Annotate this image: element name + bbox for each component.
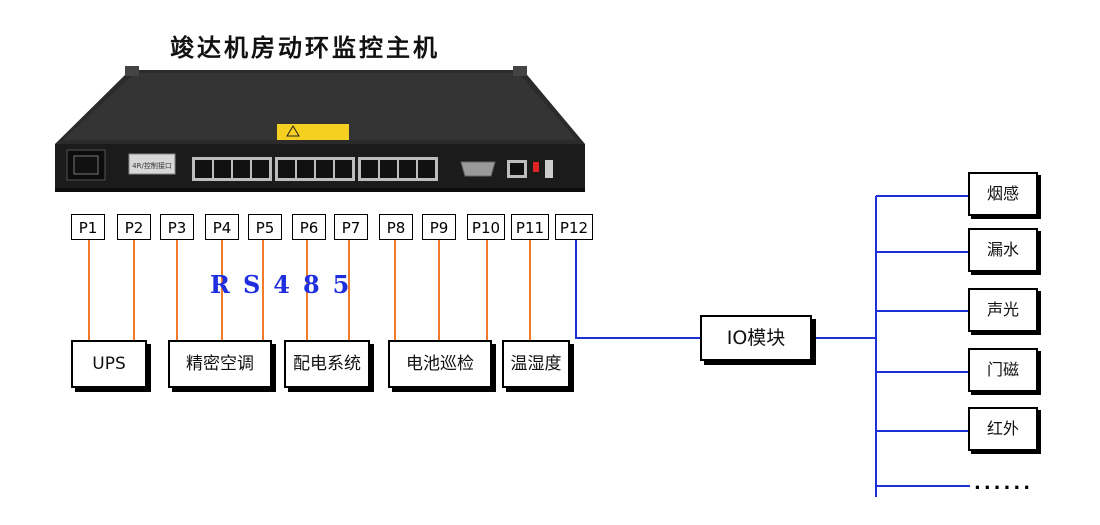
port-label-p11: P11: [511, 214, 549, 240]
wire-p12-io: [575, 240, 700, 339]
port-label-p3: P3: [160, 214, 194, 240]
rack-ear-left: [125, 66, 139, 76]
rj45-group-2: [275, 157, 355, 181]
rj45-port: [361, 160, 378, 178]
port-label-p4: P4: [205, 214, 239, 240]
rj45-port: [278, 160, 295, 178]
system-box-power-distribution: 配电系统: [284, 340, 370, 388]
rj45-port: [252, 160, 269, 178]
port-label-p7: P7: [334, 214, 368, 240]
system-box-ups: UPS: [71, 340, 147, 388]
sensor-box-infrared: 红外: [968, 407, 1038, 451]
io-module-box: IO模块: [700, 315, 812, 361]
system-box-precision-ac: 精密空调: [168, 340, 272, 388]
port-label-p12: P12: [555, 214, 593, 240]
port-label-p8: P8: [379, 214, 413, 240]
rj45-group-3: [358, 157, 438, 181]
rj45-port: [316, 160, 333, 178]
sensor-box-sound-light: 声光: [968, 288, 1038, 332]
panel-label-box: [128, 153, 176, 175]
rj45-port: [195, 160, 212, 178]
panel-label-text: 4R/控制接口: [132, 161, 172, 170]
sensor-box-smoke: 烟感: [968, 172, 1038, 216]
port-label-p2: P2: [117, 214, 151, 240]
port-label-p10: P10: [467, 214, 505, 240]
port-label-p1: P1: [71, 214, 105, 240]
port-label-p9: P9: [422, 214, 456, 240]
monitoring-host-device: 4R/控制接口: [55, 66, 585, 192]
rj45-port: [335, 160, 352, 178]
sensor-box-door-magnetic: 门磁: [968, 348, 1038, 392]
rj45-port: [418, 160, 435, 178]
rs485-bus-label: RS485: [210, 270, 363, 299]
more-sensors-ellipsis: ......: [974, 473, 1034, 494]
sensor-box-water-leak: 漏水: [968, 228, 1038, 272]
rj45-port: [380, 160, 397, 178]
port-label-p5: P5: [248, 214, 282, 240]
rj45-port: [297, 160, 314, 178]
status-led: [533, 162, 539, 172]
db9-port: [460, 161, 496, 177]
rj45-group-1: [192, 157, 272, 181]
port-label-p6: P6: [292, 214, 326, 240]
usb-port: [545, 160, 553, 178]
system-box-battery-inspection: 电池巡检: [388, 340, 492, 388]
system-box-temp-humidity: 温湿度: [502, 340, 570, 388]
rj45-port: [399, 160, 416, 178]
rack-ear-right: [513, 66, 527, 76]
diagram-title: 竣达机房动环监控主机: [170, 33, 440, 62]
rj45-port: [233, 160, 250, 178]
rj45-port: [214, 160, 231, 178]
